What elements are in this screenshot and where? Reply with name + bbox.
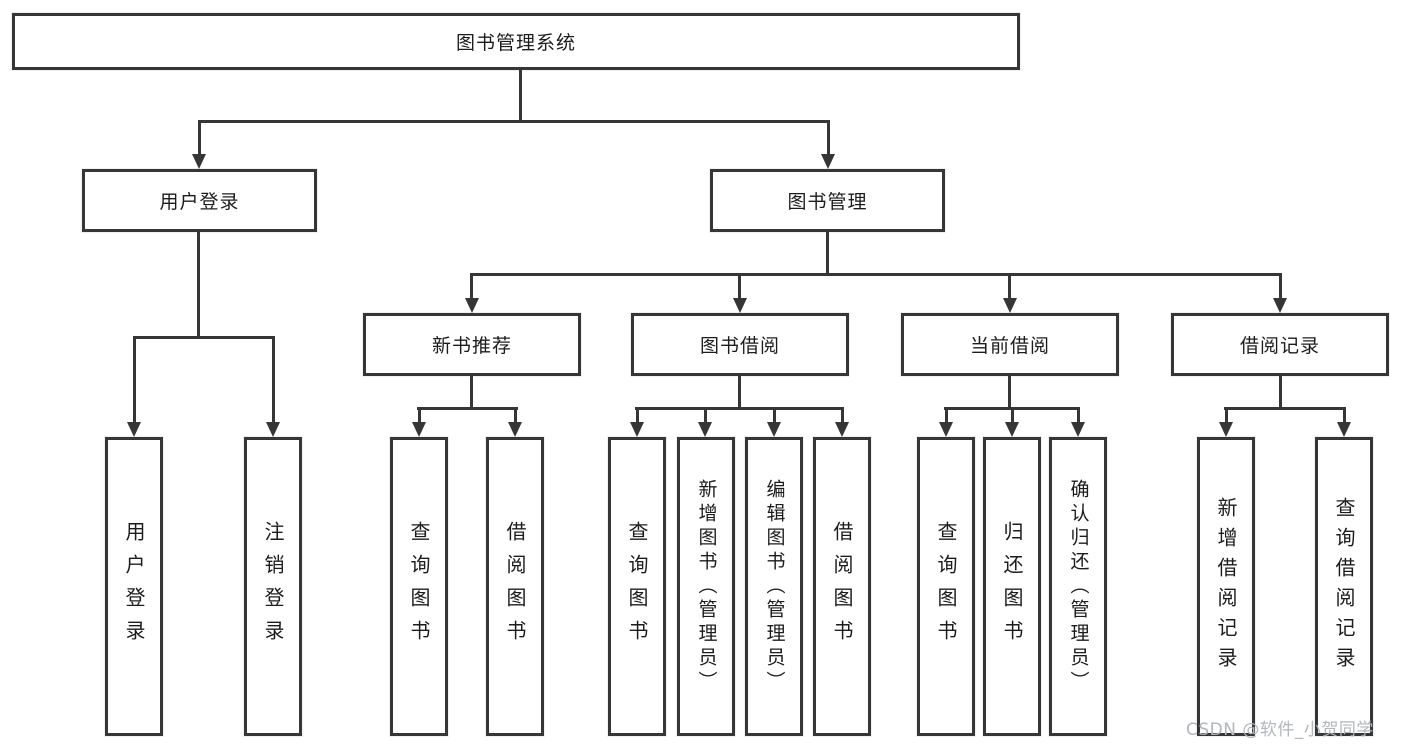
arrowhead-icon [1071, 422, 1085, 437]
leaf-user-login: 用户登录 [105, 437, 163, 736]
leaf-return-books: 归还图书 [983, 437, 1041, 736]
connector-book-borrow-vline [738, 376, 741, 407]
leaf-logout: 注销登录 [244, 437, 302, 736]
node-book-management-label: 图书管理 [787, 191, 868, 213]
arrow-stem [827, 120, 830, 156]
arrow-stem [773, 407, 776, 423]
leaf-user-login-label: 用户登录 [122, 520, 146, 653]
arrow-stem [636, 407, 639, 423]
arrow-stem [1011, 407, 1014, 423]
leaf-query-books-2: 查询图书 [608, 437, 666, 736]
connector-root-hline [198, 120, 830, 123]
arrowhead-icon [1337, 422, 1351, 437]
connector-book-borrow-hline [635, 407, 844, 410]
arrow-stem [738, 273, 741, 300]
leaf-query-borrow-record-label: 查询借阅记录 [1332, 496, 1356, 677]
leaf-add-borrow-record-label: 新增借阅记录 [1214, 496, 1238, 677]
arrow-stem [272, 336, 275, 423]
leaf-add-borrow-record: 新增借阅记录 [1197, 437, 1255, 736]
arrowhead-icon [835, 422, 849, 437]
arrow-stem [1279, 273, 1282, 300]
connector-book-mgmt-hline [470, 273, 1282, 276]
arrowhead-icon [1005, 422, 1019, 437]
leaf-query-books-3: 查询图书 [917, 437, 975, 736]
leaf-logout-label: 注销登录 [261, 520, 285, 653]
connector-current-borrow-vline [1008, 376, 1011, 407]
node-root-label: 图书管理系统 [455, 32, 576, 54]
connector-book-mgmt-vline [826, 232, 829, 273]
arrow-stem [1008, 273, 1011, 300]
arrow-stem [133, 336, 136, 423]
connector-new-book-vline [470, 376, 473, 407]
connector-root-vline [519, 70, 522, 120]
arrowhead-icon [939, 422, 953, 437]
node-user-login: 用户登录 [82, 169, 317, 232]
leaf-add-books-admin: 新增图书（管理员） [677, 437, 735, 736]
arrow-stem [1225, 407, 1228, 423]
arrow-stem [945, 407, 948, 423]
node-borrow-records-label: 借阅记录 [1239, 335, 1320, 357]
arrowhead-icon [1219, 422, 1233, 437]
connector-user-login-vline [197, 232, 200, 336]
arrowhead-icon [1273, 298, 1287, 313]
leaf-return-books-label: 归还图书 [1000, 520, 1024, 653]
leaf-query-books-1-label: 查询图书 [407, 520, 431, 653]
arrowhead-icon [127, 422, 141, 437]
leaf-borrow-books-1-label: 借阅图书 [503, 520, 527, 653]
leaf-confirm-return-admin: 确认归还（管理员） [1049, 437, 1107, 736]
leaf-edit-books-admin: 编辑图书（管理员） [745, 437, 803, 736]
node-new-book-recommend-label: 新书推荐 [431, 335, 512, 357]
arrowhead-icon [821, 154, 835, 169]
leaf-add-books-admin-label: 新增图书（管理员） [695, 478, 718, 695]
arrow-stem [514, 407, 517, 423]
arrowhead-icon [508, 422, 522, 437]
leaf-borrow-books-2: 借阅图书 [813, 437, 871, 736]
node-book-borrow: 图书借阅 [631, 313, 849, 376]
arrowhead-icon [412, 422, 426, 437]
arrowhead-icon [767, 422, 781, 437]
arrow-stem [470, 273, 473, 300]
node-book-borrow-label: 图书借阅 [699, 335, 780, 357]
leaf-borrow-books-2-label: 借阅图书 [830, 520, 854, 653]
connector-new-book-hline [417, 407, 518, 410]
arrowhead-icon [698, 422, 712, 437]
node-current-borrow-label: 当前借阅 [969, 335, 1050, 357]
leaf-query-borrow-record: 查询借阅记录 [1315, 437, 1373, 736]
node-current-borrow: 当前借阅 [901, 313, 1119, 376]
leaf-query-books-1: 查询图书 [390, 437, 448, 736]
csdn-watermark: CSDN @软件_小贺同学 [1186, 720, 1374, 740]
arrow-stem [841, 407, 844, 423]
arrowhead-icon [465, 298, 479, 313]
node-new-book-recommend: 新书推荐 [363, 313, 581, 376]
connector-borrow-records-hline [1224, 407, 1346, 410]
arrow-stem [418, 407, 421, 423]
leaf-edit-books-admin-label: 编辑图书（管理员） [763, 478, 786, 695]
node-root: 图书管理系统 [12, 13, 1020, 70]
leaf-query-books-2-label: 查询图书 [625, 520, 649, 653]
arrowhead-icon [192, 154, 206, 169]
arrow-stem [1343, 407, 1346, 423]
connector-borrow-records-vline [1279, 376, 1282, 407]
node-book-management: 图书管理 [710, 169, 945, 232]
node-borrow-records: 借阅记录 [1171, 313, 1389, 376]
leaf-query-books-3-label: 查询图书 [934, 520, 958, 653]
arrow-stem [1077, 407, 1080, 423]
arrowhead-icon [630, 422, 644, 437]
leaf-borrow-books-1: 借阅图书 [486, 437, 544, 736]
arrow-stem [198, 120, 201, 156]
arrowhead-icon [1003, 298, 1017, 313]
connector-user-login-hline [133, 336, 275, 339]
node-user-login-label: 用户登录 [159, 191, 240, 213]
arrow-stem [704, 407, 707, 423]
arrowhead-icon [266, 422, 280, 437]
arrowhead-icon [733, 298, 747, 313]
leaf-confirm-return-admin-label: 确认归还（管理员） [1067, 478, 1090, 695]
